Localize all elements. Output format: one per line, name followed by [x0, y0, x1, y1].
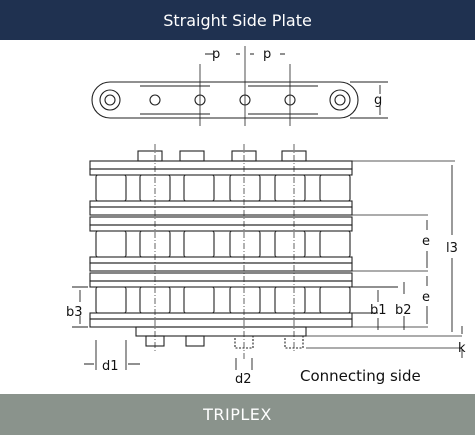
inner-plate-edges	[140, 85, 318, 115]
strand3-roller-3	[183, 286, 215, 314]
strand1-inner-plate	[89, 168, 353, 176]
b2-label: b2	[395, 303, 412, 318]
strand2-inner-plate	[89, 224, 353, 232]
strand1-inner-plate-b	[89, 200, 353, 208]
strand1-roller-4	[229, 174, 261, 202]
d2-label: d2	[235, 372, 252, 387]
end-bushing-left	[99, 89, 121, 111]
pin-end-top-2	[179, 150, 205, 162]
e-label-2: e	[422, 290, 430, 305]
chain-type-label: TRIPLEX	[203, 405, 272, 424]
strand1-roller-1	[95, 174, 127, 202]
connecting-side-caption: Connecting side	[300, 367, 421, 385]
strand2-roller-1	[95, 230, 127, 258]
strand2-roller-3	[183, 230, 215, 258]
l3-label: l3	[446, 241, 458, 256]
chain-type-bar: TRIPLEX	[0, 394, 475, 435]
strand3-outer-plate-b	[89, 318, 353, 328]
strand2-roller-5	[274, 230, 306, 258]
d1-label: d1	[102, 359, 119, 374]
strand1-roller-6	[319, 174, 351, 202]
end-bushing-right	[329, 89, 351, 111]
right-extension-lines	[305, 160, 462, 349]
b1-b2-dimension-lines	[352, 282, 405, 330]
dimension-labels: p p g e e l3 b3 b1 b2 d1 d2 k Connecting…	[66, 47, 466, 387]
strand3-roller-1	[95, 286, 127, 314]
strand2-inner-plate-b	[89, 256, 353, 264]
pitch-label-2: p	[263, 47, 271, 62]
strand3-inner-plate-b	[89, 312, 353, 320]
bottom-link-plate	[135, 326, 307, 337]
height-dimension-lines	[350, 81, 388, 119]
b1-label: b1	[370, 303, 387, 318]
height-label: g	[374, 93, 382, 108]
strand1-roller-3	[183, 174, 215, 202]
strand2-outer-plate	[89, 216, 353, 226]
strand3-inner-plate	[89, 280, 353, 288]
b3-dimension-lines	[72, 286, 88, 328]
pitch-label-1: p	[212, 47, 220, 62]
plan-view	[72, 144, 463, 370]
title-bar: Straight Side Plate	[0, 0, 475, 40]
chain-drawing: p p g e e l3 b3 b1 b2 d1 d2 k Connecting…	[66, 46, 466, 387]
strand1-mid-plate	[89, 206, 353, 216]
strand1-roller-5	[274, 174, 306, 202]
strand3-outer-plate	[89, 272, 353, 282]
side-view	[91, 46, 388, 126]
strand3-roller-4	[229, 286, 261, 314]
strand2-roller-4	[229, 230, 261, 258]
strand3-roller-6	[319, 286, 351, 314]
pin-end-bottom-2	[185, 335, 205, 347]
strand3-roller-5	[274, 286, 306, 314]
k-label: k	[458, 341, 466, 356]
title-text: Straight Side Plate	[163, 10, 312, 30]
strand2-roller-6	[319, 230, 351, 258]
pin-1	[149, 94, 161, 106]
side-plate-outline	[91, 81, 359, 119]
end-pin-right	[334, 94, 346, 106]
pin-end-top-1	[137, 150, 163, 162]
d1-dimension-lines	[84, 340, 140, 370]
b3-label: b3	[66, 305, 83, 320]
d2-dimension-lines	[235, 358, 253, 370]
end-pin-left	[104, 94, 116, 106]
strand1-outer-plate	[89, 160, 353, 170]
strand2-mid-plate	[89, 262, 353, 272]
e-label-1: e	[422, 234, 430, 249]
